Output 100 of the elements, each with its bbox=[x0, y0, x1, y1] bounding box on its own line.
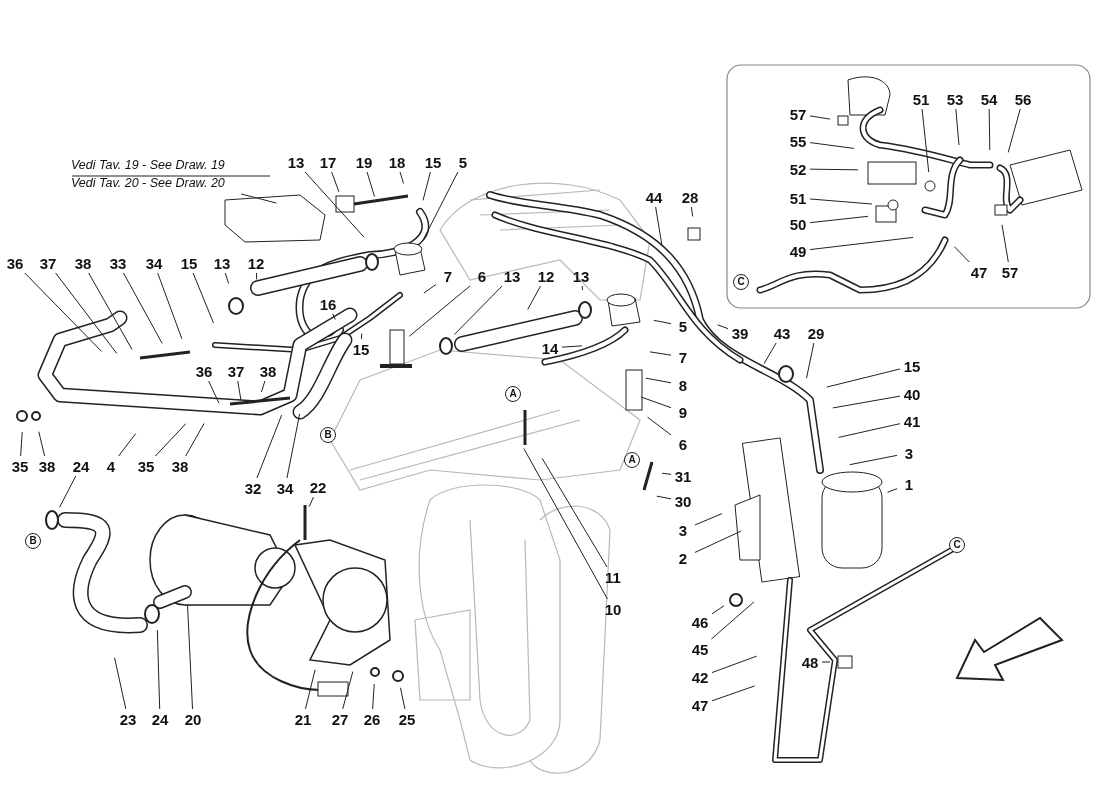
leader-line bbox=[55, 272, 118, 354]
leader-line bbox=[255, 272, 258, 280]
callout-number: 27 bbox=[328, 709, 352, 729]
callout-number: 17 bbox=[316, 152, 340, 172]
leader-line bbox=[809, 198, 873, 205]
callout-number: 35 bbox=[134, 456, 158, 476]
reference-letter: A bbox=[505, 386, 521, 402]
leader-line bbox=[581, 285, 584, 291]
callout-number: 33 bbox=[106, 253, 130, 273]
callout-number: 28 bbox=[678, 187, 702, 207]
callout-number: 7 bbox=[436, 266, 460, 286]
leader-line bbox=[408, 285, 471, 337]
callout-number: 44 bbox=[642, 187, 666, 207]
leader-line bbox=[208, 380, 220, 404]
callout-number: 37 bbox=[224, 361, 248, 381]
leader-line bbox=[711, 605, 725, 615]
reference-note: Vedi Tav. 19 - See Draw. 19 bbox=[71, 157, 225, 173]
callout-number: 2 bbox=[671, 548, 695, 568]
leader-line bbox=[821, 661, 831, 663]
leader-line bbox=[887, 488, 898, 493]
callout-number: 14 bbox=[538, 338, 562, 358]
callout-number: 29 bbox=[804, 323, 828, 343]
leader-line bbox=[59, 475, 77, 508]
leader-line bbox=[20, 431, 23, 457]
leader-line bbox=[640, 396, 672, 409]
leader-line bbox=[366, 171, 375, 197]
leader-line bbox=[710, 601, 755, 640]
callout-number: 55 bbox=[786, 131, 810, 151]
callout-number: 8 bbox=[671, 375, 695, 395]
callout-number: 19 bbox=[352, 152, 376, 172]
leader-line bbox=[192, 272, 214, 324]
callout-number: 24 bbox=[69, 456, 93, 476]
leader-line bbox=[24, 272, 103, 352]
leader-line bbox=[527, 285, 542, 310]
callout-number: 47 bbox=[688, 695, 712, 715]
callout-number: 38 bbox=[256, 361, 280, 381]
leader-line bbox=[661, 472, 672, 475]
callout-number: 22 bbox=[306, 477, 330, 497]
callout-number: 15 bbox=[177, 253, 201, 273]
callout-number: 52 bbox=[786, 159, 810, 179]
leader-line bbox=[711, 685, 756, 702]
leader-line bbox=[361, 333, 363, 340]
leader-line bbox=[304, 669, 316, 710]
leader-line bbox=[711, 655, 758, 674]
reference-letter: C bbox=[733, 274, 749, 290]
leader-line bbox=[809, 215, 869, 224]
callout-number: 5 bbox=[671, 316, 695, 336]
callout-number: 32 bbox=[241, 478, 265, 498]
callout-number: 26 bbox=[360, 709, 384, 729]
leader-line bbox=[423, 283, 437, 294]
callout-number: 34 bbox=[142, 253, 166, 273]
leader-line bbox=[332, 313, 336, 320]
callout-number: 6 bbox=[470, 266, 494, 286]
callout-number: 3 bbox=[671, 520, 695, 540]
callout-number: 13 bbox=[210, 253, 234, 273]
leader-line bbox=[123, 272, 163, 344]
callout-number: 5 bbox=[451, 152, 475, 172]
leader-line bbox=[953, 246, 970, 263]
leader-line bbox=[838, 423, 901, 438]
leader-line bbox=[809, 115, 831, 120]
leader-line bbox=[694, 530, 742, 553]
leader-line bbox=[399, 171, 404, 184]
leader-line bbox=[237, 380, 242, 401]
callout-number: 42 bbox=[688, 667, 712, 687]
callout-number: 1 bbox=[897, 474, 921, 494]
callout-number: 36 bbox=[3, 253, 27, 273]
leader-line bbox=[717, 324, 729, 330]
callout-number: 15 bbox=[900, 356, 924, 376]
leader-line bbox=[690, 206, 694, 217]
leader-line bbox=[655, 206, 663, 247]
leader-line bbox=[286, 413, 301, 479]
leader-line bbox=[154, 423, 187, 457]
leader-line bbox=[372, 683, 375, 710]
leader-line bbox=[187, 605, 193, 710]
leader-line bbox=[156, 629, 161, 710]
leader-line bbox=[88, 272, 133, 351]
leader-line bbox=[118, 433, 137, 457]
leader-line bbox=[331, 171, 340, 193]
leader-line bbox=[256, 414, 283, 479]
callout-number: 13 bbox=[500, 266, 524, 286]
leader-line bbox=[809, 236, 914, 251]
leader-line bbox=[561, 345, 583, 348]
callout-number: 24 bbox=[148, 709, 172, 729]
leader-line bbox=[240, 193, 277, 204]
callout-number: 57 bbox=[998, 262, 1022, 282]
reference-letter: B bbox=[25, 533, 41, 549]
callout-number: 23 bbox=[116, 709, 140, 729]
reference-letter: C bbox=[949, 537, 965, 553]
callout-number: 18 bbox=[385, 152, 409, 172]
callout-number: 12 bbox=[244, 253, 268, 273]
leader-line bbox=[849, 454, 898, 466]
leader-line bbox=[304, 171, 365, 238]
leader-line bbox=[523, 448, 608, 600]
leader-line bbox=[647, 416, 672, 436]
leader-line bbox=[1007, 108, 1021, 153]
leader-line bbox=[224, 272, 230, 284]
leader-line bbox=[342, 671, 354, 710]
leader-line bbox=[399, 687, 406, 710]
leader-line bbox=[649, 351, 672, 356]
callout-number: 9 bbox=[671, 402, 695, 422]
